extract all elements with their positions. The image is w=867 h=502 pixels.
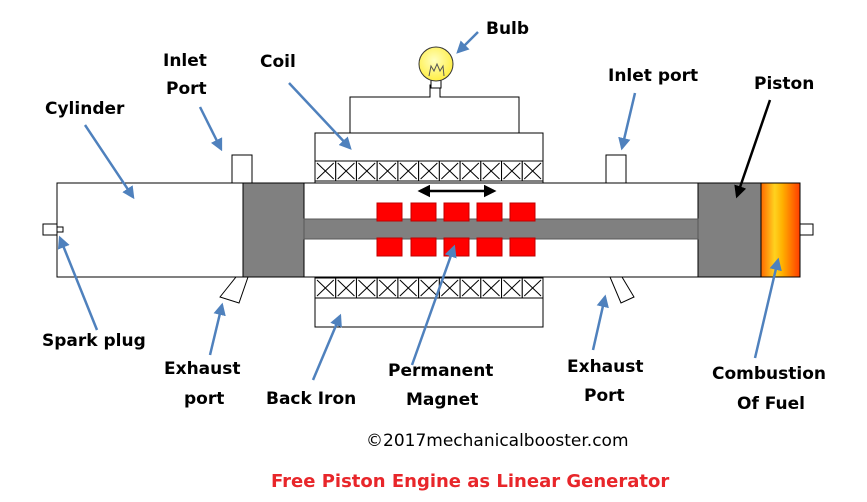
coil-top-cross (358, 162, 376, 180)
exhaust-port-right-stub (609, 276, 635, 304)
arrow-bulb (456, 31, 479, 54)
magnet-block (509, 237, 536, 257)
magnet-block (443, 202, 470, 222)
coil-windings-bottom (314, 277, 544, 299)
coil-bottom-cross (482, 279, 500, 297)
coil-bottom-cross (441, 279, 459, 297)
coil-windings-top (314, 160, 544, 182)
label-bulb: Bulb (486, 19, 529, 39)
coil-bottom-cross (399, 279, 417, 297)
label-permanent-magnet-line2: Magnet (406, 390, 478, 410)
label-exhaust-port-right-line1: Exhaust (567, 357, 644, 377)
coil-top-cross (461, 162, 480, 180)
label-spark-plug: Spark plug (42, 331, 146, 351)
label-exhaust-port-right-line2: Port (584, 386, 625, 406)
spark-plug-right (799, 223, 814, 236)
label-coil: Coil (260, 52, 296, 72)
arrow-inlet-left (198, 106, 223, 152)
arrow-cylinder (83, 124, 135, 200)
arrow-exhaust-left (208, 302, 226, 356)
magnet-block (476, 202, 503, 222)
magnet-block (376, 237, 403, 257)
coil-top-cross (503, 162, 521, 180)
coil-bottom-cross (358, 279, 376, 297)
coil-bottom-cross (316, 279, 335, 297)
coil-top-cross (337, 162, 355, 180)
coil-top-cross (482, 162, 500, 180)
coil-top-cross (316, 162, 335, 180)
diagram-title: Free Piston Engine as Linear Generator (271, 471, 669, 492)
inlet-port-right-stub (605, 154, 627, 184)
arrow-magnet (410, 244, 457, 366)
coil-top-cross (378, 162, 397, 180)
magnet-block (376, 202, 403, 222)
label-back-iron: Back Iron (266, 389, 356, 409)
label-permanent-magnet-line1: Permanent (388, 361, 493, 381)
spark-plug-left-tip (56, 226, 64, 233)
magnet-block (509, 202, 536, 222)
label-combustion-line1: Combustion (712, 364, 826, 384)
bulb-filament-icon (428, 62, 445, 77)
coil-top-cross (441, 162, 459, 180)
spark-plug-left (42, 223, 58, 236)
magnet-block (476, 237, 503, 257)
label-inlet-port-right: Inlet port (608, 66, 698, 86)
magnet-block (410, 237, 437, 257)
label-combustion-line2: Of Fuel (737, 394, 805, 414)
inlet-port-left-stub (231, 154, 253, 184)
coil-bottom-cross (461, 279, 480, 297)
coil-top-cross (420, 162, 438, 180)
arrow-combustion (753, 257, 782, 359)
combustion-chamber (760, 182, 801, 278)
label-piston: Piston (754, 74, 814, 94)
arrow-inlet-right (618, 92, 637, 151)
credit-text: ©2017mechanicalbooster.com (366, 431, 629, 451)
coil-top-cross (523, 162, 542, 180)
coil-bottom-cross (523, 279, 542, 297)
arrow-spark-plug (57, 235, 99, 331)
label-exhaust-port-left-line2: port (184, 389, 224, 409)
label-inlet-port-left-line1: Inlet (163, 51, 207, 71)
magnet-block (410, 202, 437, 222)
exhaust-port-left-stub (219, 276, 249, 304)
arrow-piston (734, 99, 772, 199)
arrow-exhaust-right (591, 294, 609, 351)
label-inlet-port-left-line2: Port (166, 79, 207, 99)
coil-top-cross (399, 162, 417, 180)
bulb-wire (349, 84, 520, 133)
coil-bottom-cross (337, 279, 355, 297)
label-exhaust-port-left-line1: Exhaust (164, 359, 241, 379)
bulb-icon (418, 46, 454, 82)
piston-right (697, 182, 762, 278)
label-cylinder: Cylinder (45, 99, 125, 119)
piston-left (242, 182, 305, 278)
arrow-coil (288, 82, 352, 150)
arrow-back-iron (311, 313, 342, 381)
coil-bottom-cross (420, 279, 438, 297)
coil-bottom-cross (378, 279, 397, 297)
piston-rod (303, 218, 699, 240)
magnet-block (443, 237, 470, 257)
coil-bottom-cross (503, 279, 521, 297)
